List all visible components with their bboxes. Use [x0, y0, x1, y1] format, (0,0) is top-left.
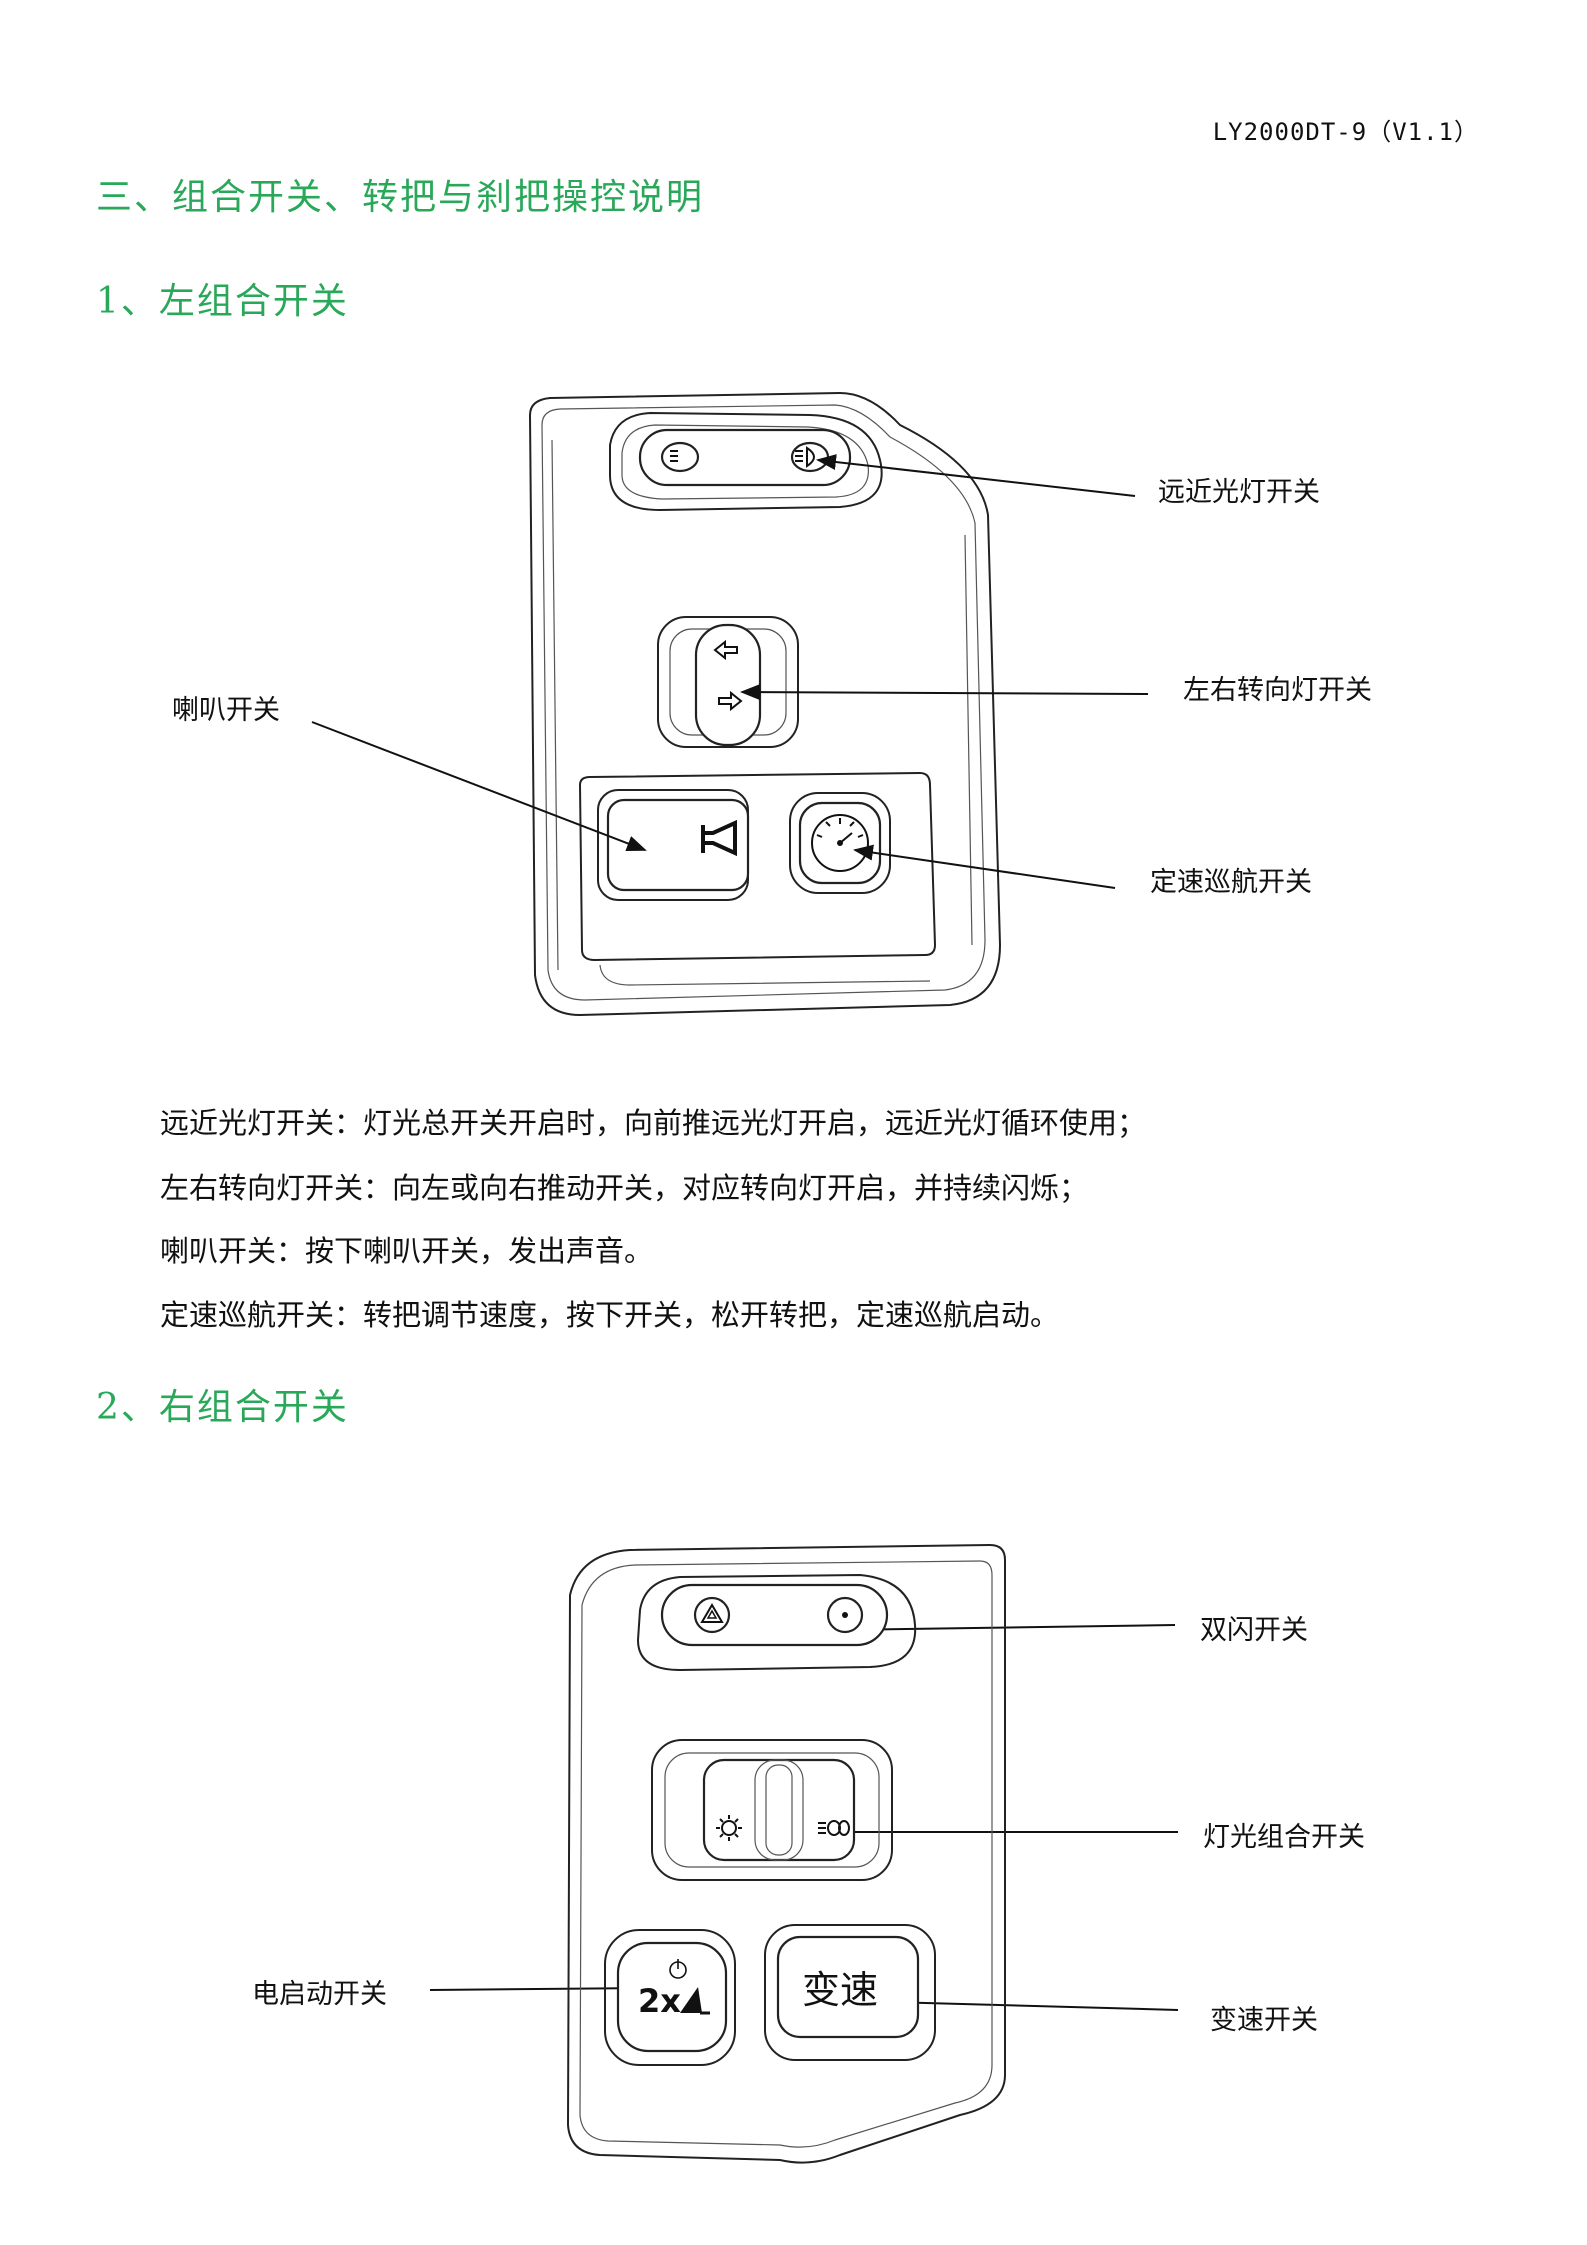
page-title: 三、组合开关、转把与刹把操控说明: [96, 177, 705, 218]
right-switch-diagram: 2x 变速: [566, 1543, 1006, 2164]
label-light-combo-switch: 灯光组合开关: [1203, 1822, 1365, 1853]
left-switch-diagram: [528, 391, 1002, 1017]
arrow-right-icon: [718, 690, 743, 712]
start-button-text: 2x: [638, 1982, 681, 2020]
label-beam-switch: 远近光灯开关: [1158, 477, 1320, 508]
dot-icon: [826, 1596, 864, 1634]
power-icon: [669, 1959, 687, 1979]
doc-code: LY2000DT-9（V1.1）: [1212, 118, 1479, 146]
label-start-switch: 电启动开关: [252, 1979, 387, 2010]
arrow-left-icon: [713, 639, 738, 661]
headlight-low-icon: [660, 441, 700, 473]
beam-icon: [818, 1820, 850, 1836]
desc-cruise: 定速巡航开关：转把调节速度，按下开关，松开转把，定速巡航启动。: [160, 1298, 1060, 1332]
label-horn-switch: 喇叭开关: [172, 695, 280, 726]
section-heading-right-switch: 2、右组合开关: [96, 1387, 349, 1428]
label-cruise-switch: 定速巡航开关: [1150, 867, 1312, 898]
desc-horn: 喇叭开关：按下喇叭开关，发出声音。: [160, 1234, 654, 1268]
gear-button-text: 变速: [802, 1968, 878, 2012]
gauge-icon: [811, 814, 869, 872]
sun-icon: [716, 1815, 742, 1841]
hazard-icon: [693, 1596, 731, 1634]
label-hazard-switch: 双闪开关: [1200, 1615, 1308, 1646]
desc-beam: 远近光灯开关：灯光总开关开启时，向前推远光灯开启，远近光灯循环使用；: [160, 1106, 1147, 1140]
speed-icon: [680, 1987, 710, 2015]
label-turn-switch: 左右转向灯开关: [1183, 675, 1372, 706]
section-heading-left-switch: 1、左组合开关: [96, 281, 349, 322]
horn-icon: [701, 819, 737, 857]
desc-turn: 左右转向灯开关：向左或向右推动开关，对应转向灯开启，并持续闪烁；: [160, 1171, 1089, 1205]
label-gear-switch: 变速开关: [1210, 2005, 1318, 2036]
